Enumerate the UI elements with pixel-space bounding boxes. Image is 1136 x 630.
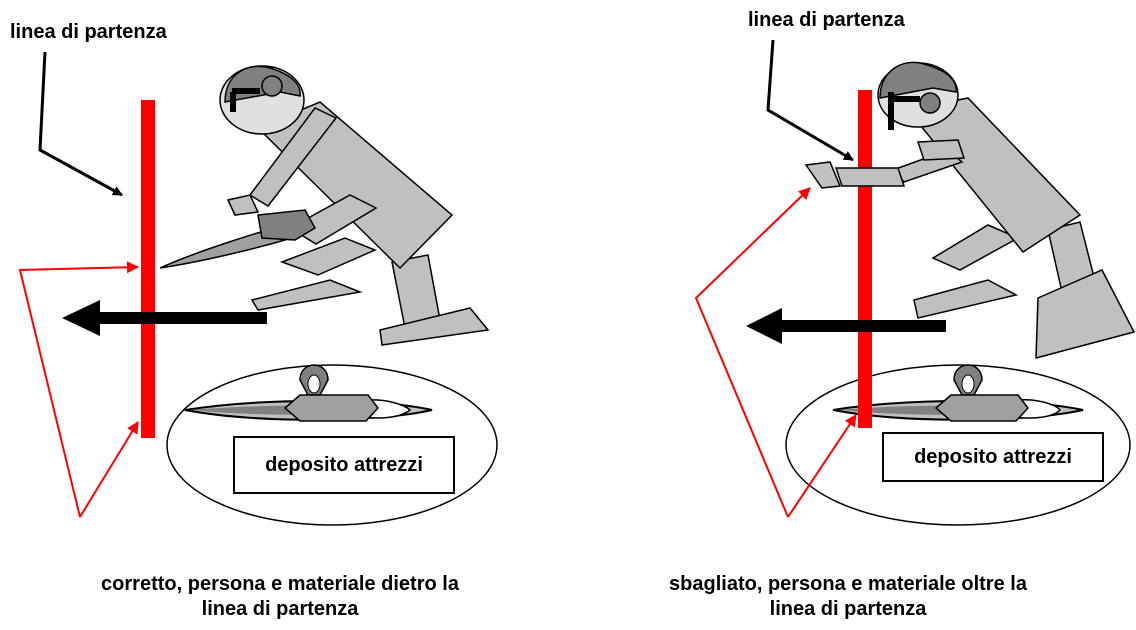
- red-pointer-arrows: [694, 187, 857, 518]
- scene-wrong: [694, 39, 1136, 526]
- red-pointer-arrows: [18, 261, 139, 518]
- worker-figure: [159, 65, 490, 346]
- caption-correct: corretto, persona e materiale dietro la …: [40, 572, 520, 622]
- depot-area-ellipse: [166, 364, 498, 526]
- worker-figure: [804, 61, 1136, 359]
- direction-arrow: [62, 300, 267, 336]
- direction-arrow: [746, 308, 946, 344]
- caption-wrong: sbagliato, persona e materiale oltre la …: [608, 572, 1088, 622]
- depot-area-ellipse: [785, 364, 1131, 526]
- panel-wrong: linea di partenza: [568, 0, 1136, 630]
- label-pointer-arrow: [766, 39, 854, 162]
- label-pointer-arrow: [38, 51, 123, 197]
- depot-label: deposito attrezzi: [914, 445, 1072, 468]
- caption-line-1: sbagliato, persona e materiale oltre la: [669, 573, 1027, 595]
- start-line: [141, 100, 155, 438]
- depot-label: deposito attrezzi: [265, 453, 423, 476]
- depot-box: deposito attrezzi: [233, 436, 455, 494]
- caption-line-2: linea di partenza: [769, 598, 927, 620]
- scene-correct: [18, 51, 498, 526]
- start-line: [858, 90, 872, 428]
- caption-line-2: linea di partenza: [201, 598, 359, 620]
- start-line-label: linea di partenza: [10, 21, 167, 43]
- start-line-label: linea di partenza: [748, 9, 905, 31]
- caption-line-1: corretto, persona e materiale dietro la: [101, 573, 459, 595]
- depot-box: deposito attrezzi: [882, 432, 1104, 482]
- panel-correct: linea di partenza: [10, 21, 520, 622]
- chainsaw-in-depot-icon: [184, 364, 433, 422]
- chainsaw-in-depot-icon: [832, 364, 1084, 422]
